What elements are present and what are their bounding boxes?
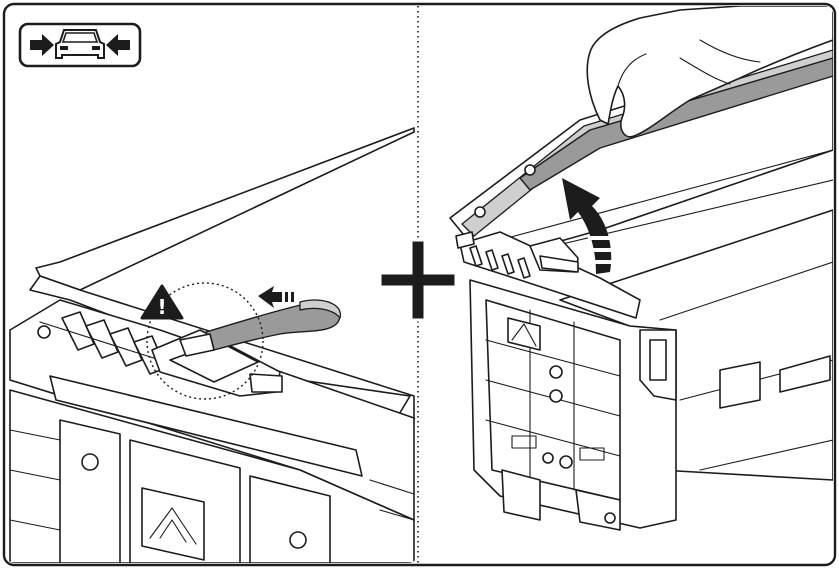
end-plate-logo <box>507 317 541 351</box>
vehicle-orientation-badge <box>18 22 142 68</box>
right-panel <box>449 6 833 531</box>
hand <box>586 6 833 138</box>
detail-circle <box>146 282 264 400</box>
vehicle-front-icon <box>55 29 105 59</box>
module-housing <box>9 375 415 563</box>
release-tool <box>179 299 341 357</box>
arrow-right-icon <box>30 34 54 56</box>
end-plate <box>469 279 677 531</box>
warning-mark: ! <box>157 295 166 319</box>
warning-triangle-icon: ! <box>140 284 184 320</box>
left-panel: ! <box>9 127 415 563</box>
cover-hinge <box>455 231 641 319</box>
dashed-arrow-left-icon <box>258 286 294 308</box>
clip-slots <box>37 311 167 375</box>
mountain-logo <box>141 487 205 561</box>
plus-icon <box>378 238 458 322</box>
arrow-left-icon <box>106 34 130 56</box>
curved-arrow-up-icon <box>562 178 612 274</box>
